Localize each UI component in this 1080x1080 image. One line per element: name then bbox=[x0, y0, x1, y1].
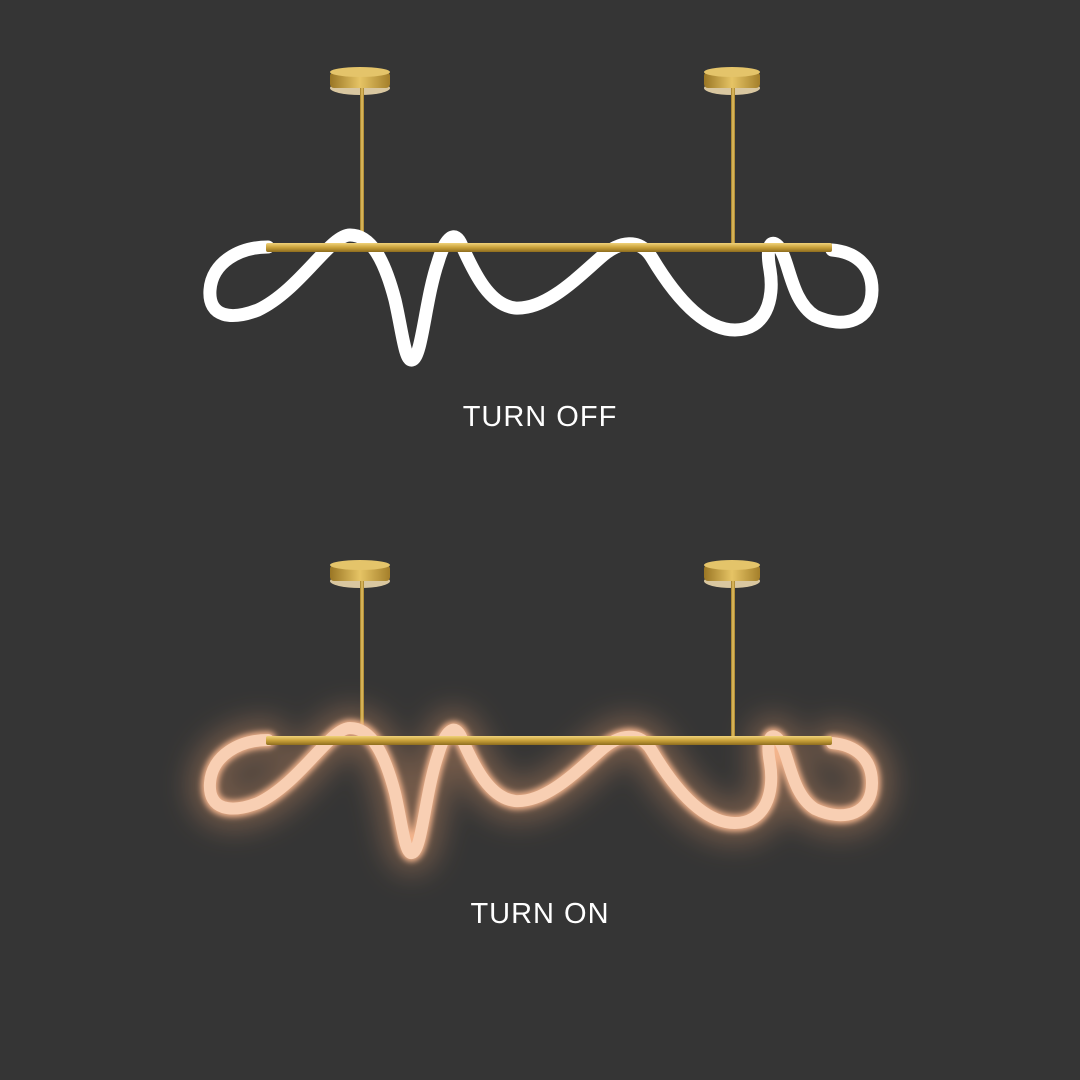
led-tube-off bbox=[210, 235, 872, 360]
brass-bar bbox=[266, 243, 832, 252]
brass-bar bbox=[266, 736, 832, 745]
suspension-rod-right bbox=[731, 88, 735, 246]
suspension-rod-right bbox=[731, 581, 735, 739]
suspension-rod-left bbox=[360, 88, 364, 248]
caption-turn-off: TURN OFF bbox=[462, 401, 618, 433]
suspension-rod-left bbox=[360, 581, 364, 741]
lamp-off bbox=[210, 67, 872, 360]
caption-turn-on: TURN ON bbox=[470, 898, 610, 930]
lamp-on bbox=[210, 560, 872, 853]
ceiling-canopy-left bbox=[330, 67, 390, 95]
